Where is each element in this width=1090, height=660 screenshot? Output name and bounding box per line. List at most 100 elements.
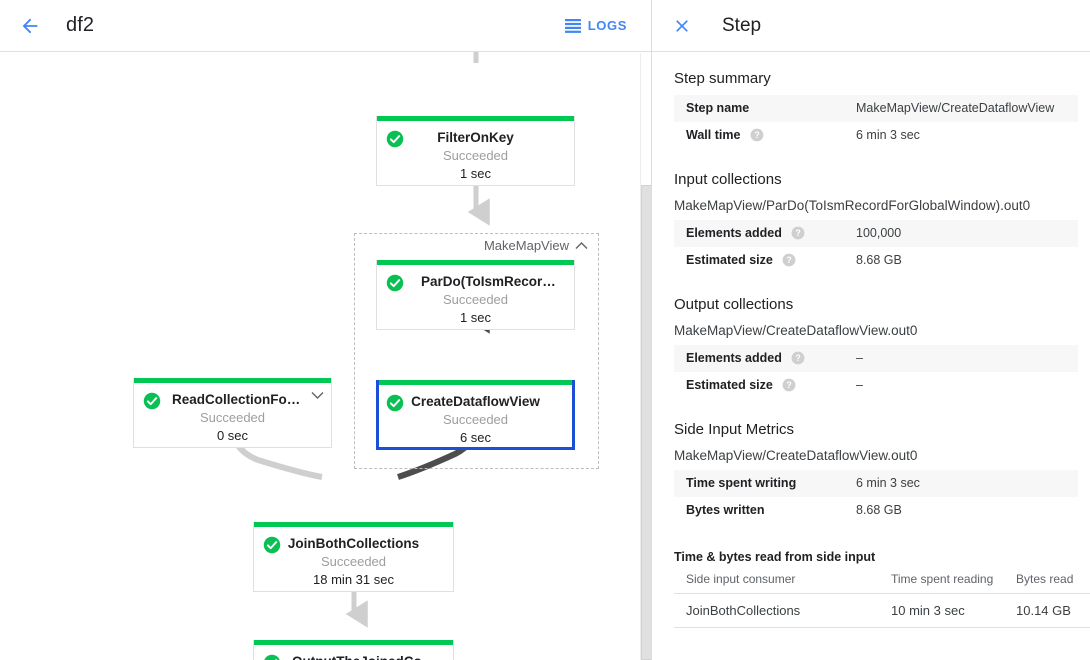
step-summary-heading: Step summary bbox=[674, 70, 771, 87]
output-collections-table: Elements added ? – Estimated size ? bbox=[674, 345, 1078, 399]
svg-text:?: ? bbox=[787, 255, 792, 265]
check-circle-icon bbox=[386, 274, 404, 292]
node-status: Succeeded bbox=[442, 148, 509, 163]
logs-label: LOGS bbox=[587, 18, 627, 33]
node-status-bar bbox=[377, 260, 574, 265]
node-status-bar bbox=[254, 522, 453, 527]
output-collection-name: MakeMapView/CreateDataflowView.out0 bbox=[674, 323, 918, 338]
side-input-metrics-heading: Side Input Metrics bbox=[674, 421, 795, 438]
table-row: Elements added ? 100,000 bbox=[674, 220, 1078, 247]
node-time: 0 sec bbox=[216, 428, 249, 443]
row-key: Wall time ? bbox=[674, 122, 844, 149]
table-row: Wall time ? 6 min 3 sec bbox=[674, 122, 1078, 149]
group-box-makemapview[interactable]: MakeMapView bbox=[354, 233, 599, 469]
node-status-bar bbox=[379, 380, 572, 385]
help-icon[interactable]: ? bbox=[750, 128, 764, 142]
step-panel-header: Step bbox=[652, 0, 1090, 52]
group-label-makemapview[interactable]: MakeMapView bbox=[484, 238, 588, 253]
row-key: Elements added ? bbox=[674, 220, 844, 247]
row-value: – bbox=[856, 378, 863, 392]
list-lines-icon bbox=[564, 18, 581, 33]
graph-node-create-dataflow-view[interactable]: CreateDataflowView Succeeded 6 sec bbox=[376, 380, 575, 450]
node-title: OutputTheJoinedCollec… bbox=[264, 653, 443, 660]
cell-bytes: 10.14 GB bbox=[1004, 593, 1090, 628]
table-row: Estimated size ? 8.68 GB bbox=[674, 247, 1078, 274]
node-title: ParDo(ToIsmRecordFor… bbox=[421, 274, 564, 289]
table-row: Time spent writing 6 min 3 sec bbox=[674, 470, 1078, 497]
node-title: JoinBothCollections bbox=[287, 536, 420, 551]
row-key: Estimated size ? bbox=[674, 247, 844, 274]
side-input-read-heading: Time & bytes read from side input bbox=[674, 550, 876, 564]
row-key-text: Elements added bbox=[686, 351, 782, 365]
node-status-bar bbox=[254, 640, 453, 645]
row-value: 8.68 GB bbox=[856, 253, 902, 267]
node-status: Succeeded bbox=[442, 292, 509, 307]
group-label-text: MakeMapView bbox=[483, 238, 569, 253]
side-input-metrics-table: Time spent writing 6 min 3 sec Bytes wri… bbox=[674, 470, 1078, 524]
step-details-pane: Step Step summary Step name MakeMapView/… bbox=[652, 0, 1090, 660]
node-status: Succeeded bbox=[320, 554, 387, 569]
node-body: ReadCollectionForJoin Succeeded 0 sec bbox=[134, 383, 331, 447]
row-value: 8.68 GB bbox=[856, 503, 902, 517]
check-circle-icon bbox=[263, 536, 281, 554]
node-body: FilterOnKey Succeeded 1 sec bbox=[377, 121, 574, 185]
row-value: 6 min 3 sec bbox=[844, 470, 1078, 497]
row-value: – bbox=[844, 345, 1078, 372]
node-body: CreateDataflowView Succeeded 6 sec bbox=[379, 385, 572, 447]
node-time: 1 sec bbox=[459, 166, 492, 181]
node-time: 18 min 31 sec bbox=[313, 572, 394, 587]
logs-button[interactable]: LOGS bbox=[557, 12, 635, 39]
row-key: Bytes written bbox=[686, 503, 765, 517]
check-circle-icon bbox=[143, 392, 161, 410]
check-circle-icon bbox=[264, 654, 280, 660]
node-time: 1 sec bbox=[459, 310, 492, 325]
job-graph-canvas[interactable]: MakeMapView FilterOnKey Succeeded 1 se bbox=[0, 52, 651, 660]
node-status: Succeeded bbox=[442, 412, 509, 427]
page-title: df2 bbox=[66, 14, 95, 36]
column-header-bytes: Bytes read bbox=[1004, 568, 1090, 594]
table-row: Estimated size ? – bbox=[674, 372, 1078, 399]
column-header-consumer: Side input consumer bbox=[674, 568, 879, 594]
svg-text:?: ? bbox=[754, 130, 759, 140]
svg-text:?: ? bbox=[796, 353, 801, 363]
help-icon[interactable]: ? bbox=[791, 226, 805, 240]
table-row: Step name MakeMapView/CreateDataflowView bbox=[674, 95, 1078, 122]
cell-consumer: JoinBothCollections bbox=[674, 593, 879, 628]
node-time: 6 sec bbox=[459, 430, 492, 445]
help-icon[interactable]: ? bbox=[782, 253, 796, 267]
left-header-bar: df2 LOGS bbox=[0, 0, 651, 52]
node-status: Succeeded bbox=[199, 410, 266, 425]
row-key: Step name bbox=[674, 95, 844, 122]
row-key: Elements added ? bbox=[674, 345, 844, 372]
node-title: CreateDataflowView bbox=[411, 394, 540, 409]
scrollbar-thumb[interactable] bbox=[641, 185, 651, 660]
graph-vertical-scrollbar[interactable] bbox=[640, 53, 651, 660]
row-key-text: Wall time bbox=[686, 128, 741, 142]
chevron-down-icon bbox=[311, 392, 324, 399]
chevron-up-icon bbox=[575, 242, 588, 249]
row-value: 100,000 bbox=[844, 220, 1078, 247]
table-header-row: Side input consumer Time spent reading B… bbox=[674, 568, 1090, 594]
graph-node-filter-on-key[interactable]: FilterOnKey Succeeded 1 sec bbox=[376, 116, 575, 186]
row-key-text: Elements added bbox=[686, 226, 782, 240]
row-key-text: Estimated size bbox=[686, 253, 773, 267]
graph-node-pardo-to-ism-record[interactable]: ParDo(ToIsmRecordFor… Succeeded 1 sec bbox=[376, 260, 575, 330]
side-input-read-table: Side input consumer Time spent reading B… bbox=[674, 568, 1090, 628]
help-icon[interactable]: ? bbox=[791, 351, 805, 365]
help-icon[interactable]: ? bbox=[782, 378, 796, 392]
column-header-time: Time spent reading bbox=[879, 568, 1004, 594]
table-row: Bytes written 8.68 GB bbox=[674, 497, 1078, 524]
node-body: JoinBothCollections Succeeded 18 min 31 … bbox=[254, 527, 453, 591]
graph-node-output-the-joined-collection[interactable]: OutputTheJoinedCollec… Succeeded 18 sec bbox=[253, 640, 454, 660]
graph-node-join-both-collections[interactable]: JoinBothCollections Succeeded 18 min 31 … bbox=[253, 522, 454, 592]
check-circle-icon bbox=[386, 130, 404, 148]
step-panel-title: Step bbox=[722, 14, 762, 36]
close-x-icon[interactable] bbox=[670, 14, 694, 38]
arrow-left-icon[interactable] bbox=[16, 12, 44, 40]
node-status-bar bbox=[377, 116, 574, 121]
node-title: ReadCollectionForJoin bbox=[172, 392, 320, 407]
graph-node-read-collection-for-join[interactable]: ReadCollectionForJoin Succeeded 0 sec bbox=[133, 378, 332, 448]
node-title: FilterOnKey bbox=[437, 130, 514, 145]
check-circle-icon bbox=[386, 394, 404, 412]
